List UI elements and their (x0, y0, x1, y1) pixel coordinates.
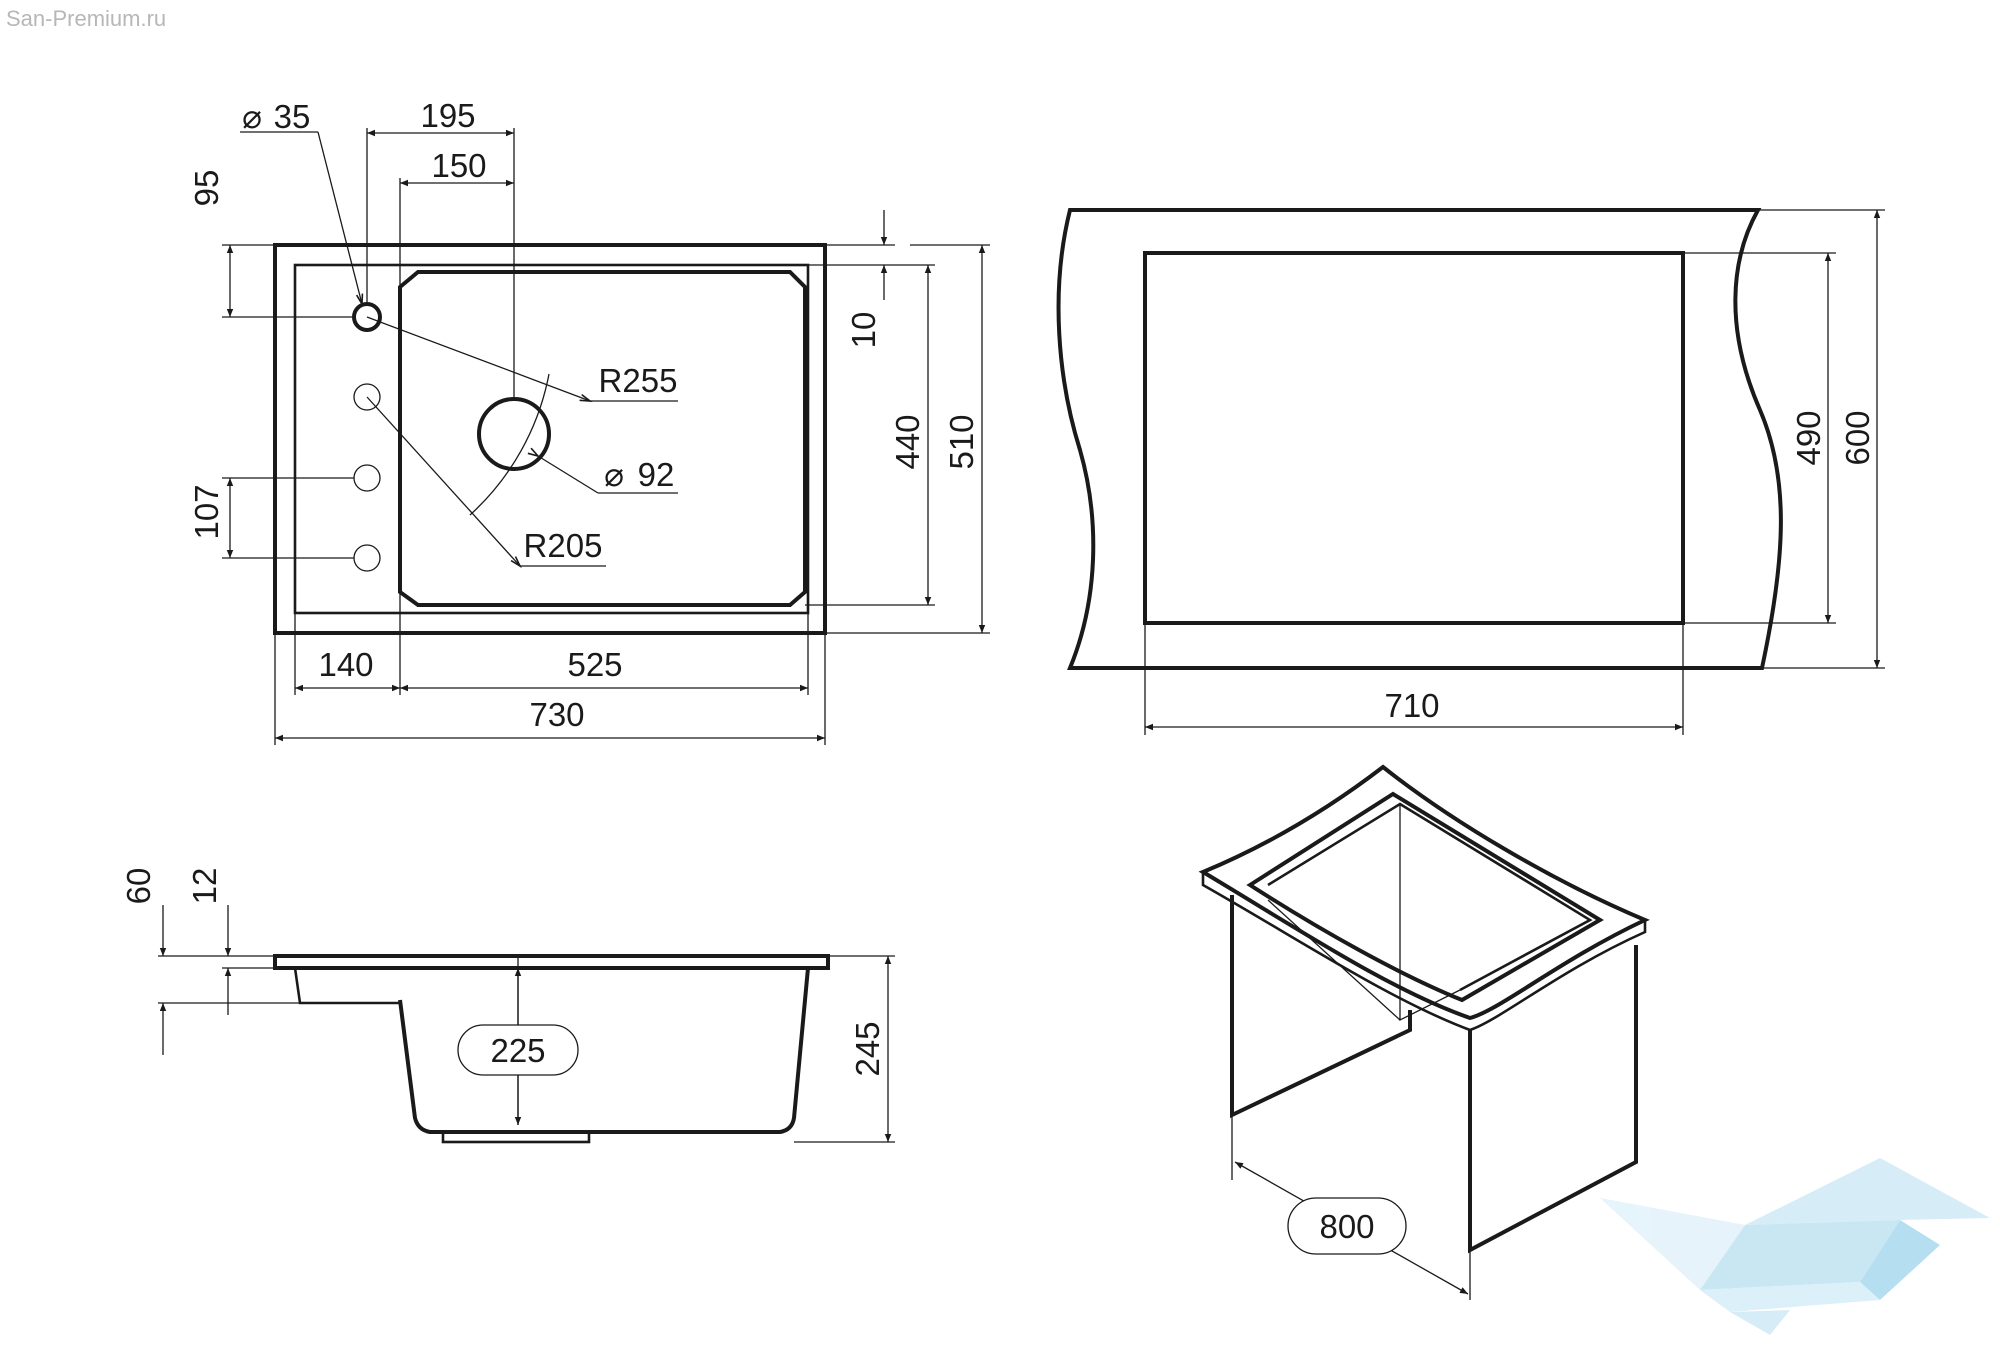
dim-525-label: 525 (567, 646, 622, 683)
drain-hole (477, 397, 551, 471)
cabinet-top-cutout-inner (1267, 802, 1593, 992)
dim-150-label: 150 (431, 147, 486, 184)
dim-600-label: 600 (1839, 410, 1876, 465)
dim-800-label: 800 (1319, 1208, 1374, 1245)
dim-490-label: 490 (1790, 410, 1827, 465)
top-view: 195 150 ⌀ 35 95 107 R255 R205 ⌀ 92 (188, 97, 990, 745)
cutout-view: 710 490 600 (1056, 208, 1885, 735)
dim-r255-label: R255 (599, 362, 678, 399)
countertop-outline (1056, 208, 1783, 670)
cabinet-top-outer (1198, 764, 1650, 1021)
dim-35-label: 35 (274, 98, 311, 135)
dim-140-label: 140 (318, 646, 373, 683)
tap-hole-option (353, 464, 381, 492)
dim-35-symbol: ⌀ (242, 98, 262, 135)
dim-800-capsule (1287, 1197, 1407, 1255)
cabinet-view: 800 (1198, 764, 1650, 1300)
bowl-outline (398, 270, 807, 607)
dim-225-label: 225 (490, 1032, 545, 1069)
dim-510-label: 510 (943, 414, 980, 469)
side-wing (293, 967, 400, 1005)
side-rim (273, 954, 830, 970)
dim-245-label: 245 (849, 1021, 886, 1076)
watermark-site-text: San-Premium.ru (6, 6, 167, 31)
dim-95-label: 95 (188, 170, 225, 207)
bathtub-logo-icon (1600, 1158, 1990, 1335)
dim-107-label: 107 (188, 484, 225, 539)
tap-hole-option (353, 383, 381, 411)
dim-730-label: 730 (529, 696, 584, 733)
side-view: 60 12 225 245 (120, 868, 895, 1144)
sink-inner-rim (293, 263, 810, 615)
dim-710-label: 710 (1384, 687, 1439, 724)
dim-195-label: 195 (420, 97, 475, 134)
dim-440-label: 440 (889, 414, 926, 469)
dim-r205-label: R205 (524, 527, 603, 564)
dim-92-label: 92 (638, 456, 675, 493)
side-bowl (398, 967, 810, 1134)
dim-60-label: 60 (120, 868, 157, 905)
dim-92-symbol: ⌀ (604, 456, 624, 493)
dim-225-capsule (457, 1024, 579, 1076)
tap-hole-option (353, 544, 381, 572)
cabinet-top-edge (1201, 872, 1647, 1032)
cutout-rect (1143, 251, 1685, 625)
side-drain (441, 1130, 591, 1144)
sink-outline (273, 243, 827, 635)
dim-10-label: 10 (845, 312, 882, 349)
cabinet-top-cutout (1246, 791, 1604, 1003)
dim-12-label: 12 (186, 868, 223, 905)
